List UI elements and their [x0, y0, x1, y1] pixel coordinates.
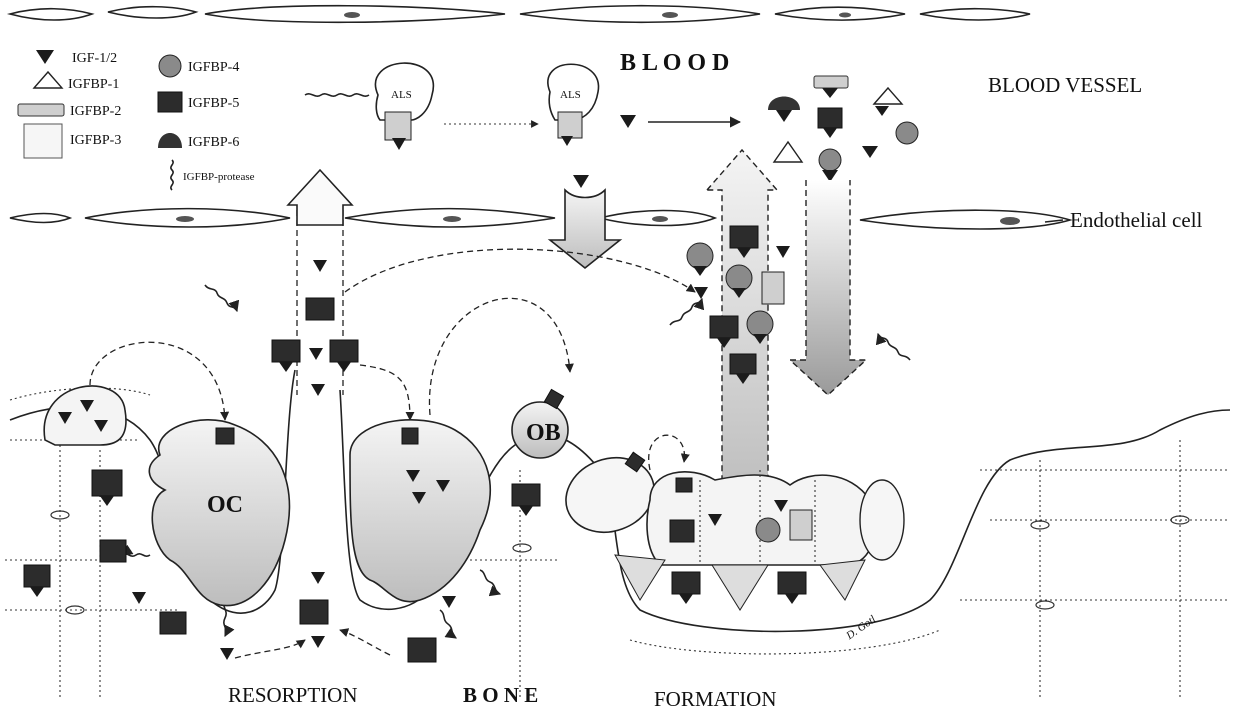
legend-igfbp1-icon — [34, 72, 62, 88]
curve-arrow-5 — [649, 435, 685, 470]
legend-protease-icon — [171, 160, 173, 190]
bone-label: B O N E — [463, 683, 538, 707]
osteoclast-left: OC — [149, 420, 289, 606]
legend-igfbp3-icon — [24, 124, 62, 158]
formation-label: FORMATION — [654, 687, 777, 711]
osteoclast-right — [350, 420, 490, 602]
als-complex-1: ALS — [375, 63, 433, 150]
downward-arrow-center — [550, 175, 620, 268]
legend-igfbp6-icon — [158, 133, 182, 148]
resorption-label: RESORPTION — [228, 683, 358, 707]
endothelial-wall — [10, 209, 1070, 229]
legend-igfbp2-icon — [18, 104, 64, 116]
curve-arrow-2 — [345, 249, 695, 292]
downward-arrow-formation — [790, 180, 866, 395]
legend: IGF-1/2 IGFBP-1 IGFBP-2 IGFBP-3 IGFBP-4 … — [18, 50, 255, 190]
oc-label: OC — [207, 492, 243, 518]
legend-igfbp6: IGFBP-6 — [188, 135, 239, 150]
free-igf-blood — [620, 115, 636, 128]
osteoblast-ob: OB — [512, 389, 568, 458]
curve-arrow-7 — [340, 630, 390, 655]
blood-vessel-label: BLOOD VESSEL — [988, 73, 1142, 97]
legend-igf-icon — [36, 50, 54, 64]
legend-igfbp3: IGFBP-3 — [70, 133, 121, 148]
squiggle-6 — [440, 610, 456, 638]
legend-igfbp4: IGFBP-4 — [188, 60, 239, 75]
als-label-1: ALS — [391, 89, 412, 101]
vessel-top-wall — [10, 6, 1030, 23]
als-label-2: ALS — [560, 89, 581, 101]
endothelial-cell-label: Endothelial cell — [1070, 208, 1203, 232]
curve-arrow-3 — [360, 365, 410, 420]
blood-label: B L O O D — [620, 50, 729, 76]
blood-cluster — [768, 76, 918, 182]
curve-arrow-6 — [235, 640, 305, 658]
als-complex-2: ALS — [548, 64, 599, 146]
ob-label: OB — [526, 420, 561, 446]
legend-igfbp5-icon — [158, 92, 182, 112]
squiggle-7 — [480, 570, 500, 594]
legend-igfbp1: IGFBP-1 — [68, 77, 119, 92]
squiggle-3 — [878, 334, 910, 360]
artist-signature: D. Gotl — [843, 613, 878, 642]
stromal-cell — [44, 386, 126, 445]
legend-igfbp4-icon — [159, 55, 181, 77]
legend-igfbp2: IGFBP-2 — [70, 104, 121, 119]
protease-squiggle-blood — [305, 94, 369, 96]
squiggle-1 — [205, 285, 237, 311]
legend-igf: IGF-1/2 — [72, 51, 117, 66]
squiggle-2 — [670, 299, 702, 325]
legend-igfbp5: IGFBP-5 — [188, 96, 239, 111]
legend-protease: IGFBP-protease — [183, 171, 255, 183]
